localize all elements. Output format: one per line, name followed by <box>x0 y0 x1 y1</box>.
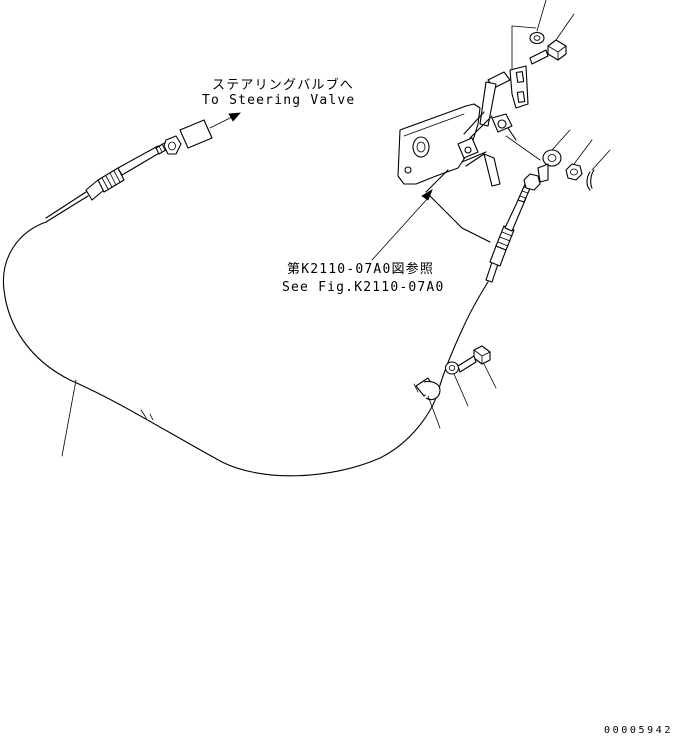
bolt-top <box>529 39 567 65</box>
castle-nut <box>565 163 583 181</box>
leader-mount-horizontal <box>511 25 537 29</box>
lock-nut-upper <box>523 173 541 191</box>
washer-lower <box>444 361 460 375</box>
leader-lines <box>61 0 611 457</box>
lock-nut <box>163 135 182 155</box>
leader-clamp <box>427 395 441 429</box>
cable-break-mark <box>140 409 148 421</box>
document-number: 00005942 <box>604 725 673 736</box>
threaded-adapter-upper <box>495 225 515 251</box>
plate-boss <box>412 136 430 158</box>
control-bracket-assembly <box>397 65 529 187</box>
cable-loop <box>2 221 489 477</box>
cable-sheath <box>45 195 89 223</box>
label-see-fig-en: See Fig.K2110-07A0 <box>282 280 444 295</box>
leader-nut <box>573 139 593 165</box>
leader-washer-lower <box>453 373 469 407</box>
cable-sheath <box>45 191 87 219</box>
lever-arm <box>479 81 497 127</box>
bolt-lower <box>457 345 491 373</box>
rod-end-sleeve <box>179 119 213 149</box>
leader-cotter <box>591 149 611 171</box>
cable-break-mark <box>149 413 154 421</box>
label-to-valve-en: To Steering Valve <box>202 93 355 108</box>
steering-cable <box>2 221 489 477</box>
label-to-valve-jp: ステアリングバルブへ <box>212 77 354 93</box>
cable-clamp <box>413 377 441 401</box>
guide-tube <box>483 153 501 187</box>
threaded-adapter <box>97 167 125 193</box>
reference-pointer <box>371 169 491 261</box>
leader-bolt-lower <box>483 363 497 389</box>
inner-rod <box>117 145 162 176</box>
cable-end-left <box>45 112 241 223</box>
leader-cable <box>61 379 77 457</box>
bracket-plate <box>397 103 481 185</box>
leader-washer-top <box>536 0 547 32</box>
label-see-fig-jp: 第K2110-07A0図参照 <box>287 261 434 277</box>
cable-end-right <box>485 173 541 283</box>
reference-arrowhead <box>421 189 433 201</box>
washer-top <box>529 31 545 45</box>
leader-bolt-top <box>555 13 575 41</box>
cotter-pin <box>586 169 595 191</box>
leader-ball-joint <box>551 129 571 151</box>
